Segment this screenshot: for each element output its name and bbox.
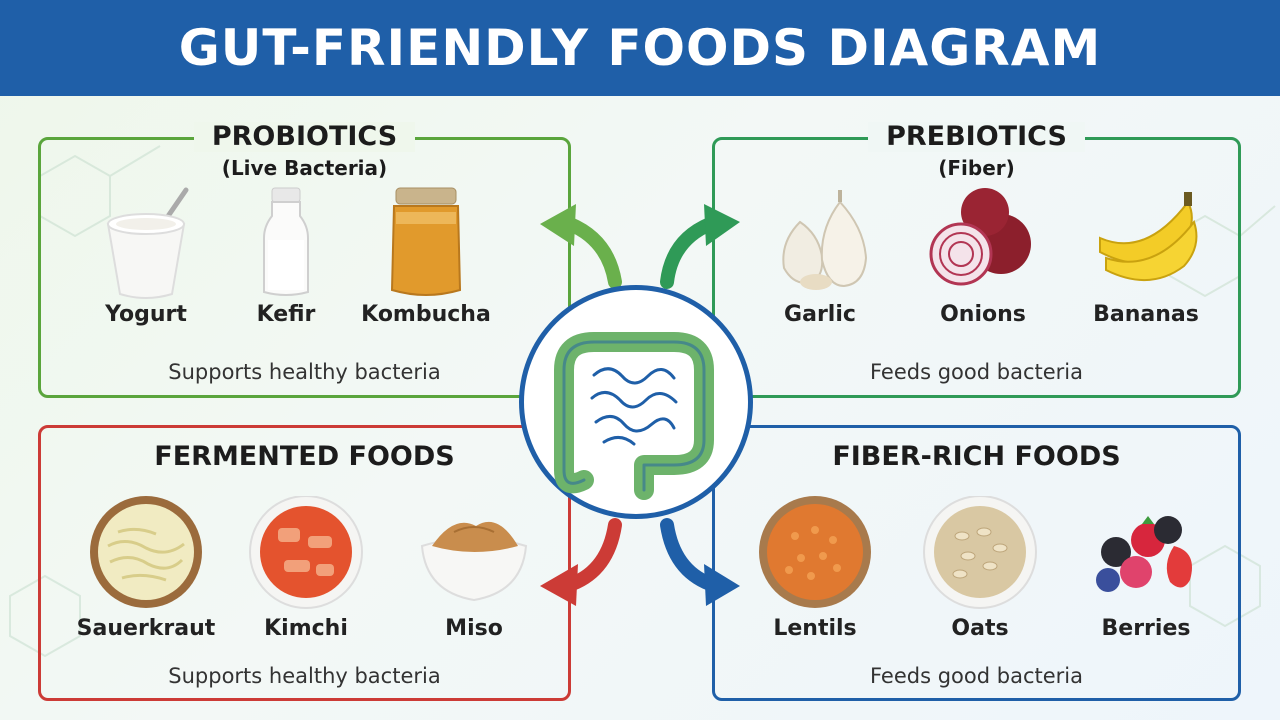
item-label: Garlic — [784, 302, 856, 327]
item-label: Berries — [1101, 616, 1191, 641]
garlic-icon — [782, 190, 868, 290]
kimchi-bowl-icon — [249, 496, 363, 609]
item-label: Kimchi — [264, 616, 348, 641]
fermented-title: FERMENTED FOODS — [154, 441, 455, 472]
prebiotics-subtitle: (Fiber) — [938, 156, 1015, 180]
prebiotics-panel: PREBIOTICS (Fiber) Garlic Onions — [712, 122, 1241, 398]
intestine-icon — [554, 332, 714, 500]
item-label: Kefir — [256, 302, 316, 327]
oats-bowl-icon — [923, 496, 1037, 609]
center-circle — [519, 285, 753, 519]
berries-icon — [1096, 516, 1192, 592]
item-label: Yogurt — [105, 302, 187, 327]
item-label: Lentils — [773, 616, 857, 641]
probiotics-caption: Supports healthy bacteria — [168, 360, 441, 384]
item-label: Bananas — [1093, 302, 1199, 327]
fermented-caption: Supports healthy bacteria — [168, 664, 441, 688]
prebiotics-caption: Feeds good bacteria — [870, 360, 1083, 384]
probiotics-heading: PROBIOTICS (Live Bacteria) — [41, 122, 568, 180]
item-label: Miso — [445, 616, 503, 641]
title-banner: GUT-FRIENDLY FOODS DIAGRAM — [0, 0, 1280, 96]
fermented-panel: FERMENTED FOODS Sauerkraut — [38, 425, 571, 701]
item-label: Sauerkraut — [76, 616, 216, 641]
fiber-panel: FIBER-RICH FOODS Lentils — [712, 425, 1241, 701]
miso-bowl-icon — [420, 521, 528, 602]
kefir-bottle-icon — [263, 187, 309, 296]
prebiotics-heading: PREBIOTICS (Fiber) — [715, 122, 1238, 180]
fiber-heading: FIBER-RICH FOODS — [715, 442, 1238, 472]
sauerkraut-bowl-icon — [90, 496, 202, 608]
prebiotics-title: PREBIOTICS — [868, 122, 1085, 152]
item-label: Kombucha — [361, 302, 491, 327]
probiotics-panel: PROBIOTICS (Live Bacteria) Yogurt Kefir — [38, 122, 571, 398]
yogurt-icon — [106, 187, 189, 299]
item-label: Onions — [940, 302, 1026, 327]
probiotics-title: PROBIOTICS — [193, 122, 416, 152]
fiber-title: FIBER-RICH FOODS — [832, 441, 1121, 472]
page-title: GUT-FRIENDLY FOODS DIAGRAM — [178, 19, 1102, 77]
kombucha-jar-icon — [390, 187, 462, 296]
fermented-heading: FERMENTED FOODS — [41, 442, 568, 472]
lentils-bowl-icon — [759, 496, 871, 608]
probiotics-subtitle: (Live Bacteria) — [221, 156, 388, 180]
item-label: Oats — [951, 616, 1009, 641]
banana-icon — [1099, 192, 1198, 281]
fiber-caption: Feeds good bacteria — [870, 664, 1083, 688]
onion-icon — [929, 188, 1031, 286]
